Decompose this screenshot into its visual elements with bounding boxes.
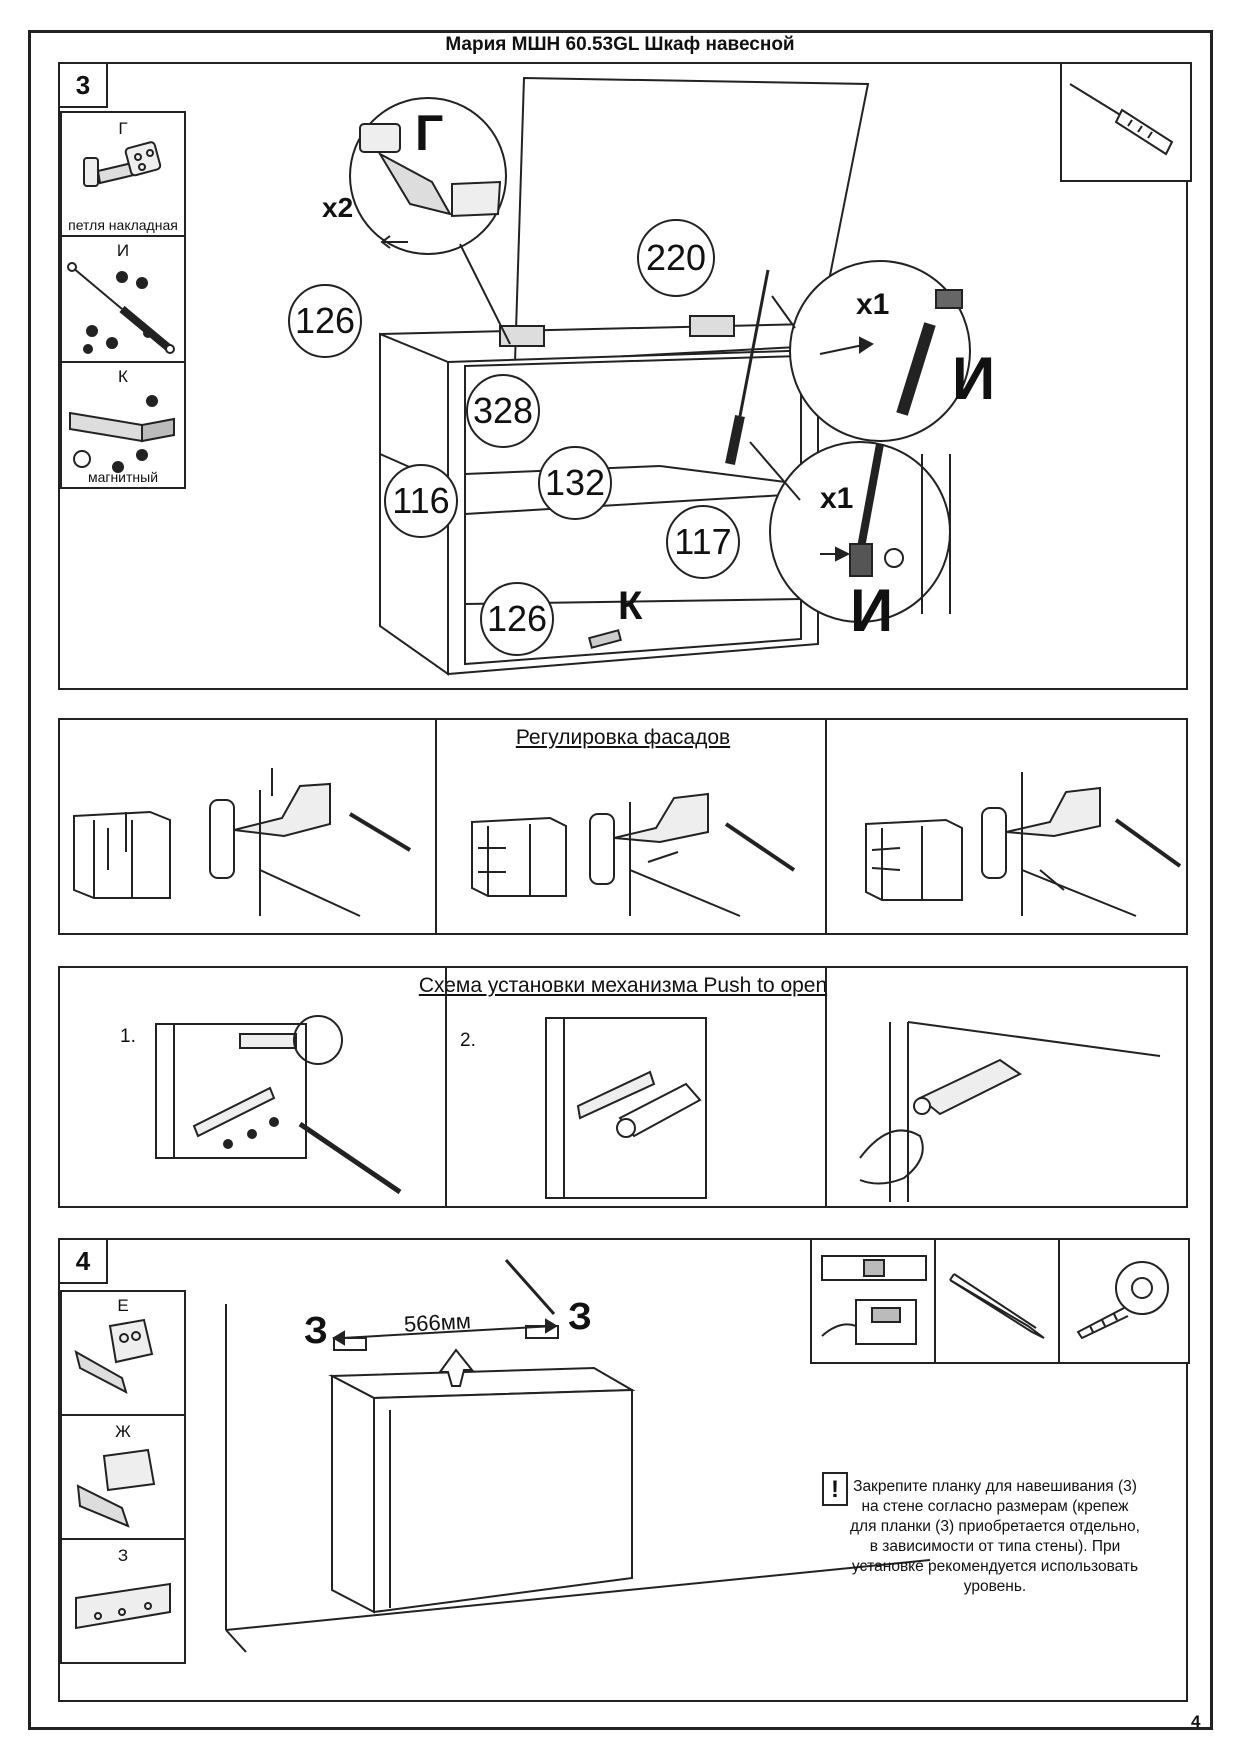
part-g-box: Г петля накладная	[60, 111, 186, 237]
mounting-note: Закрепите планку для навешивания (3) на …	[850, 1478, 1140, 1595]
part-e-letter: Е	[117, 1296, 129, 1315]
push-divider-1	[445, 968, 447, 1206]
part-i-box: И	[60, 235, 186, 363]
part-g-letter: Г	[118, 119, 128, 138]
facade-adjust-title: Регулировка фасадов	[515, 726, 731, 749]
hinge-detail-letter: Г	[415, 105, 444, 161]
step4-number: 4	[60, 1240, 108, 1284]
part-zh-box: Ж	[60, 1414, 186, 1540]
callout-126-top: 126	[288, 284, 362, 358]
callout-126-bottom: 126	[480, 582, 554, 656]
facade-adjust-panel: Регулировка фасадов	[58, 718, 1188, 935]
tape-measure-icon	[1076, 1261, 1169, 1340]
step3-panel: 3 Г петля накладная И	[58, 62, 1192, 690]
callout-328: 328	[466, 374, 540, 448]
rail-dimension: 566мм	[403, 1308, 472, 1337]
part-g-caption: петля накладная	[68, 217, 178, 233]
part-z-letter: З	[117, 1546, 129, 1565]
facade-divider-1	[435, 720, 437, 933]
push-to-open-panel: Схема установки механизма Push to open 1…	[58, 966, 1188, 1208]
push-step-2-number: 2.	[460, 1030, 476, 1051]
hinge-detail-qty: x2	[322, 192, 354, 223]
gas-top-qty: x1	[856, 288, 890, 321]
screwdriver-icon	[1069, 83, 1174, 156]
push-to-open-drawings	[155, 1015, 1182, 1202]
wall-mount-scene	[225, 1259, 931, 1653]
page-number: 4	[1191, 1712, 1201, 1731]
magnet-letter: К	[618, 584, 643, 628]
callout-220: 220	[637, 219, 715, 297]
callout-132: 132	[538, 446, 612, 520]
rail-label-left: З	[304, 1310, 328, 1352]
part-e-box: Е	[60, 1290, 186, 1416]
gas-bottom-letter: И	[850, 577, 894, 644]
mounting-rail-icon	[75, 1582, 171, 1630]
pencil-icon	[949, 1273, 1045, 1339]
push-step-1-number: 1.	[120, 1026, 136, 1047]
gas-lift-icon	[67, 262, 175, 354]
level-tool-box	[810, 1238, 936, 1364]
level-icon	[821, 1255, 927, 1345]
hanger-bracket-zh-icon	[76, 1448, 156, 1528]
hanger-bracket-e-icon	[74, 1318, 154, 1394]
callout-117: 117	[666, 505, 740, 579]
part-z-box: З	[60, 1538, 186, 1664]
push-divider-2	[825, 968, 827, 1206]
step3-number: 3	[60, 64, 108, 108]
magnet-catch-icon	[69, 395, 175, 473]
step4-panel: 4 Е Ж З	[58, 1238, 1190, 1702]
pencil-tool-box	[934, 1238, 1060, 1364]
page-frame	[28, 30, 1213, 1730]
screwdriver-tool-box	[1060, 62, 1192, 182]
part-zh-letter: Ж	[115, 1422, 131, 1441]
hinge-icon	[83, 141, 162, 187]
tape-tool-box	[1058, 1238, 1190, 1364]
gas-bottom-qty: x1	[820, 482, 854, 515]
part-k-letter: К	[118, 367, 128, 386]
rail-label-right: З	[568, 1296, 592, 1338]
callout-116: 116	[384, 464, 458, 538]
facade-divider-2	[825, 720, 827, 933]
part-i-letter: И	[116, 241, 130, 260]
part-k-caption: магнитный	[87, 469, 159, 485]
document-title: Мария МШН 60.53GL Шкаф навесной	[445, 34, 795, 55]
push-to-open-title: Схема установки механизма Push to open	[418, 974, 828, 997]
warning-icon: !	[822, 1472, 848, 1506]
gas-top-letter: И	[952, 345, 996, 412]
part-k-box: К магнитный	[60, 361, 186, 489]
facade-adjust-drawings	[73, 768, 1182, 917]
